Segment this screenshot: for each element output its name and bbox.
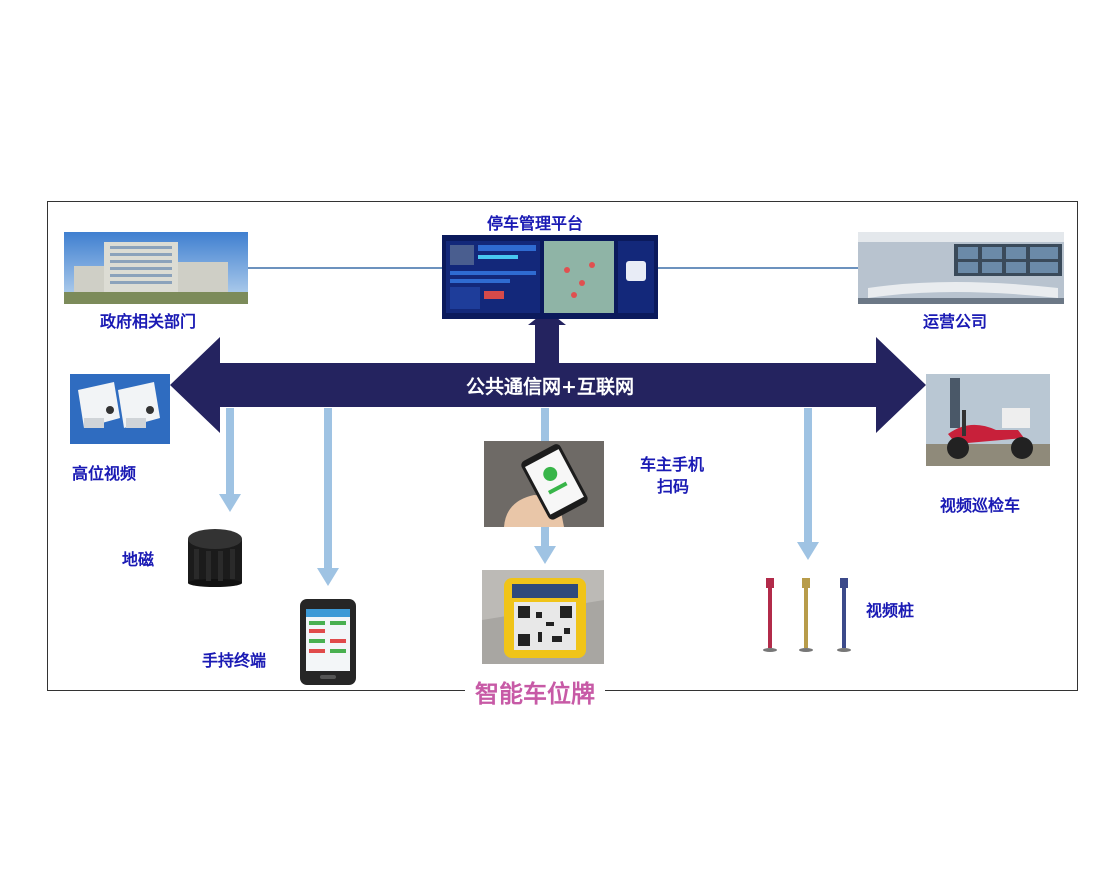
owner-scan-label-1: 车主手机: [640, 455, 705, 474]
geomagnetic-sensor-icon: [182, 525, 248, 587]
platform-label: 停车管理平台: [487, 214, 584, 233]
dashboard-screen-icon: [442, 235, 658, 319]
phone-hand-icon: [484, 441, 604, 527]
handheld-label: 手持终端: [202, 651, 267, 670]
down-arrow-handheld: [317, 408, 339, 586]
network-bus-arrow: [170, 337, 926, 433]
video-pile-label: 视频桩: [866, 601, 915, 620]
operator-label: 运营公司: [923, 312, 988, 331]
gov-label: 政府相关部门: [100, 312, 197, 331]
handheld-terminal-icon: [300, 599, 356, 685]
up-arrow-platform: [528, 310, 566, 364]
down-arrow-geomagnetic: [219, 408, 241, 512]
geomagnetic-label: 地磁: [122, 550, 155, 569]
network-label: 公共通信网+互联网: [466, 376, 634, 398]
control-room-icon: [858, 232, 1064, 304]
building-icon: [64, 232, 248, 304]
camera-icon: [70, 374, 170, 444]
high-video-label: 高位视频: [72, 464, 137, 483]
smart-plate-title: 智能车位牌: [465, 674, 605, 709]
video-pile-icon: [760, 574, 860, 654]
parking-plate-icon: [482, 570, 604, 664]
scooter-icon: [926, 374, 1050, 466]
owner-scan-label-2: 扫码: [657, 477, 690, 496]
patrol-car-label: 视频巡检车: [940, 496, 1021, 515]
down-arrow-video-pile: [797, 408, 819, 560]
